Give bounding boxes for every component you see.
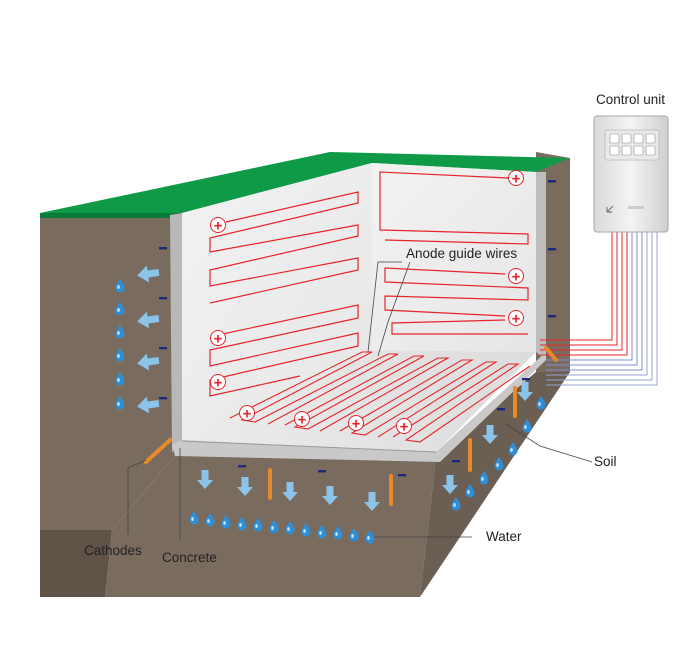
anode-plus-7: + <box>239 405 255 423</box>
anode-markers: + + + + + + + + + + <box>210 170 524 436</box>
anode-plus-3: + <box>508 268 524 286</box>
svg-text:+: + <box>512 311 521 328</box>
concrete-back-wall-edge <box>536 172 546 360</box>
svg-text:+: + <box>214 218 223 235</box>
label-soil: Soil <box>594 454 617 469</box>
control-wires <box>540 232 658 386</box>
anode-plus-6: + <box>210 374 226 392</box>
svg-text:+: + <box>352 416 361 433</box>
leader-lines <box>127 261 593 540</box>
concrete-floor-slab <box>172 352 546 462</box>
anode-plus-2: + <box>508 170 524 188</box>
svg-text:+: + <box>400 419 409 436</box>
soil-front-face <box>40 530 112 597</box>
cathode-rods <box>144 346 558 506</box>
svg-text:+: + <box>214 331 223 348</box>
svg-text:+: + <box>243 406 252 423</box>
anode-wires-left-wall <box>209 191 359 397</box>
grass-top <box>40 152 570 213</box>
anode-plus-1: + <box>210 217 226 235</box>
cathode-minus-markers <box>159 180 556 477</box>
label-cathodes: Cathodes <box>84 543 142 558</box>
svg-text:+: + <box>512 171 521 188</box>
grass-left-edge <box>40 213 182 218</box>
control-unit-device <box>593 115 669 233</box>
anode-plus-9: + <box>348 415 364 433</box>
anode-wires-floor <box>229 351 531 443</box>
concrete-left-wall-edge <box>170 213 182 452</box>
label-control-unit: Control unit <box>596 92 665 107</box>
anode-plus-10: + <box>396 418 412 436</box>
soil-base-right <box>420 372 570 597</box>
label-anode-guide-wires: Anode guide wires <box>406 246 517 261</box>
soil-base-front <box>105 452 436 597</box>
anode-plus-5: + <box>210 330 226 348</box>
anode-plus-4: + <box>508 310 524 328</box>
label-water: Water <box>486 529 522 544</box>
anode-plus-8: + <box>294 411 310 429</box>
soil-left-wall <box>40 213 182 530</box>
svg-text:+: + <box>298 412 307 429</box>
label-concrete: Concrete <box>162 550 217 565</box>
svg-text:+: + <box>512 269 521 286</box>
concrete-back-wall <box>372 163 536 352</box>
anode-wires-back-wall <box>379 171 529 335</box>
floor-edge-line <box>181 440 437 453</box>
svg-text:+: + <box>214 375 223 392</box>
